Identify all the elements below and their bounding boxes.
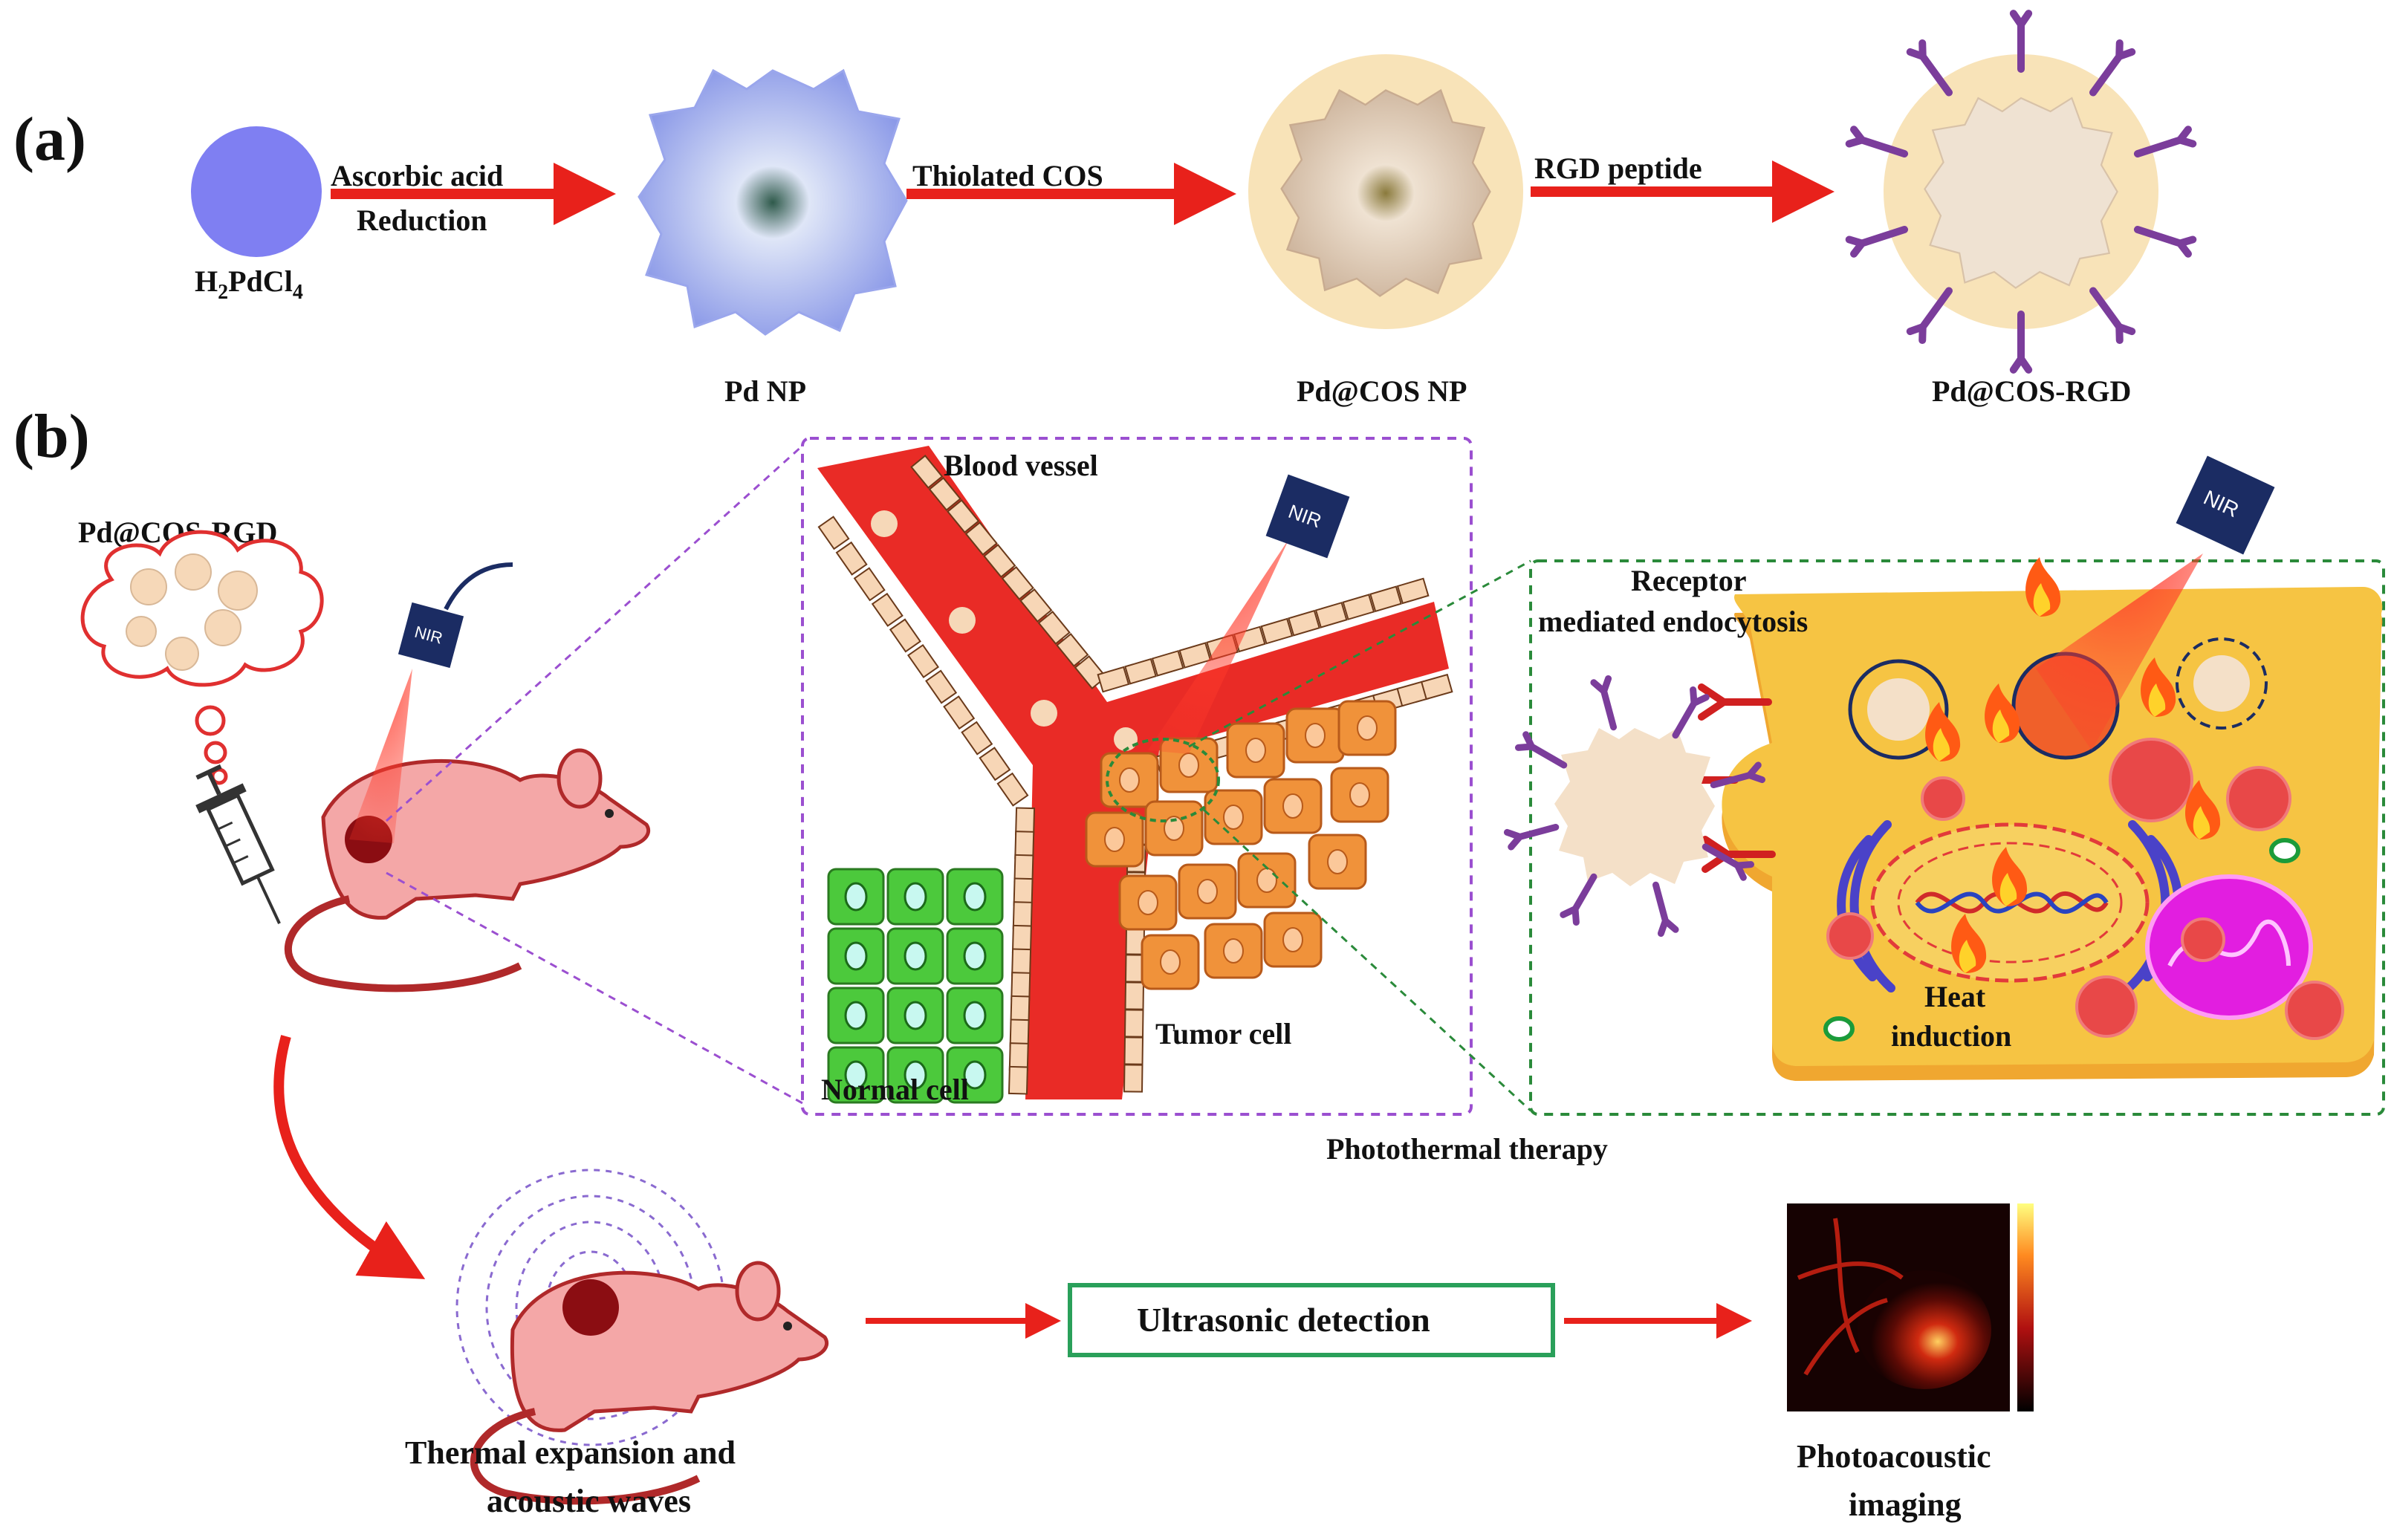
ultrasonic-detection-box: [1068, 1283, 1555, 1357]
arrow1-line1: Ascorbic acid: [331, 159, 503, 192]
receptor-line1: Receptor: [1631, 564, 1746, 597]
vessel-nanoparticles: [871, 510, 1138, 751]
syringe: [195, 764, 281, 924]
nir-beam-mouse: [349, 669, 412, 843]
nir-probe-tissue: NIR: [1265, 474, 1350, 559]
pd-cos-np-label: Pd@COS NP: [1297, 374, 1467, 408]
receptor-line2: mediated endocytosis: [1538, 605, 1808, 638]
cell-zoom-box: [1529, 559, 2385, 1116]
nir-beam-cell: [2036, 553, 2203, 750]
tumor-cell-label: Tumor cell: [1155, 1017, 1291, 1050]
extracellular-rgd-ligands: [1503, 675, 1766, 938]
pd-np-label: Pd NP: [724, 374, 806, 408]
photoacoustic-image: [1787, 1203, 2034, 1411]
nir-probe-cell: NIR: [2176, 455, 2275, 555]
heat-line1: Heat: [1924, 980, 1986, 1013]
thermal-line1: Thermal expansion and: [405, 1435, 736, 1471]
cloud-nanoparticles: [126, 553, 258, 671]
vesicles: [1823, 838, 2300, 1042]
pd-nanoparticle: [638, 68, 908, 336]
pa-line2: imaging: [1849, 1487, 1962, 1523]
mitochondrion: [2145, 874, 2313, 1020]
rgd-ligands: [1845, 10, 2197, 374]
nir-beam-tissue: [1148, 539, 1289, 754]
thought-bubbles: [195, 705, 228, 785]
normal-cells: [827, 868, 1004, 1104]
tissue-zoom-box: [801, 437, 1473, 1116]
cell-zoom-line-top: [1188, 559, 1531, 748]
photothermal-label: Photothermal therapy: [1326, 1132, 1608, 1166]
lysosomes: [1826, 738, 2344, 1040]
pa-line1: Photoacoustic: [1797, 1438, 1991, 1475]
arrow2-label: Thiolated COS: [912, 159, 1103, 192]
panel-a-label: (a): [13, 105, 86, 174]
ultrasonic-label: Ultrasonic detection: [1137, 1301, 1430, 1339]
tumor-zoom-ellipse: [1106, 738, 1220, 822]
mouse-treated: [285, 748, 650, 992]
tumor-cells: [1085, 700, 1397, 990]
nir-probe-mouse: NIR: [398, 602, 464, 669]
pd-cos-rgd-nanoparticle: [1924, 97, 2118, 289]
precursor-sphere: [191, 126, 322, 257]
thought-cloud: [80, 530, 324, 687]
arrow1-line2: Reduction: [357, 204, 487, 237]
arrow3-label: RGD peptide: [1534, 152, 1702, 185]
normal-cell-label: Normal cell: [821, 1073, 969, 1106]
nir-cable: [444, 562, 513, 611]
precursor-label: H2PdCl4: [195, 264, 303, 304]
panel-b-label: (b): [13, 402, 90, 471]
extracellular-nanoparticle: [1554, 728, 1715, 886]
pd-cos-rgd-label: Pd@COS-RGD: [1932, 374, 2131, 408]
blood-vessel-label: Blood vessel: [944, 449, 1098, 482]
pd-cos-nanoparticle: [1280, 88, 1491, 297]
heat-flames: [1925, 557, 2221, 973]
heat-line2: induction: [1891, 1019, 2011, 1053]
cell-zoom-line-bottom: [1202, 808, 1532, 1112]
curved-arrow-down: [273, 1035, 426, 1279]
thermal-line2: acoustic waves: [487, 1483, 691, 1519]
mouse-imaging: [470, 1261, 828, 1505]
